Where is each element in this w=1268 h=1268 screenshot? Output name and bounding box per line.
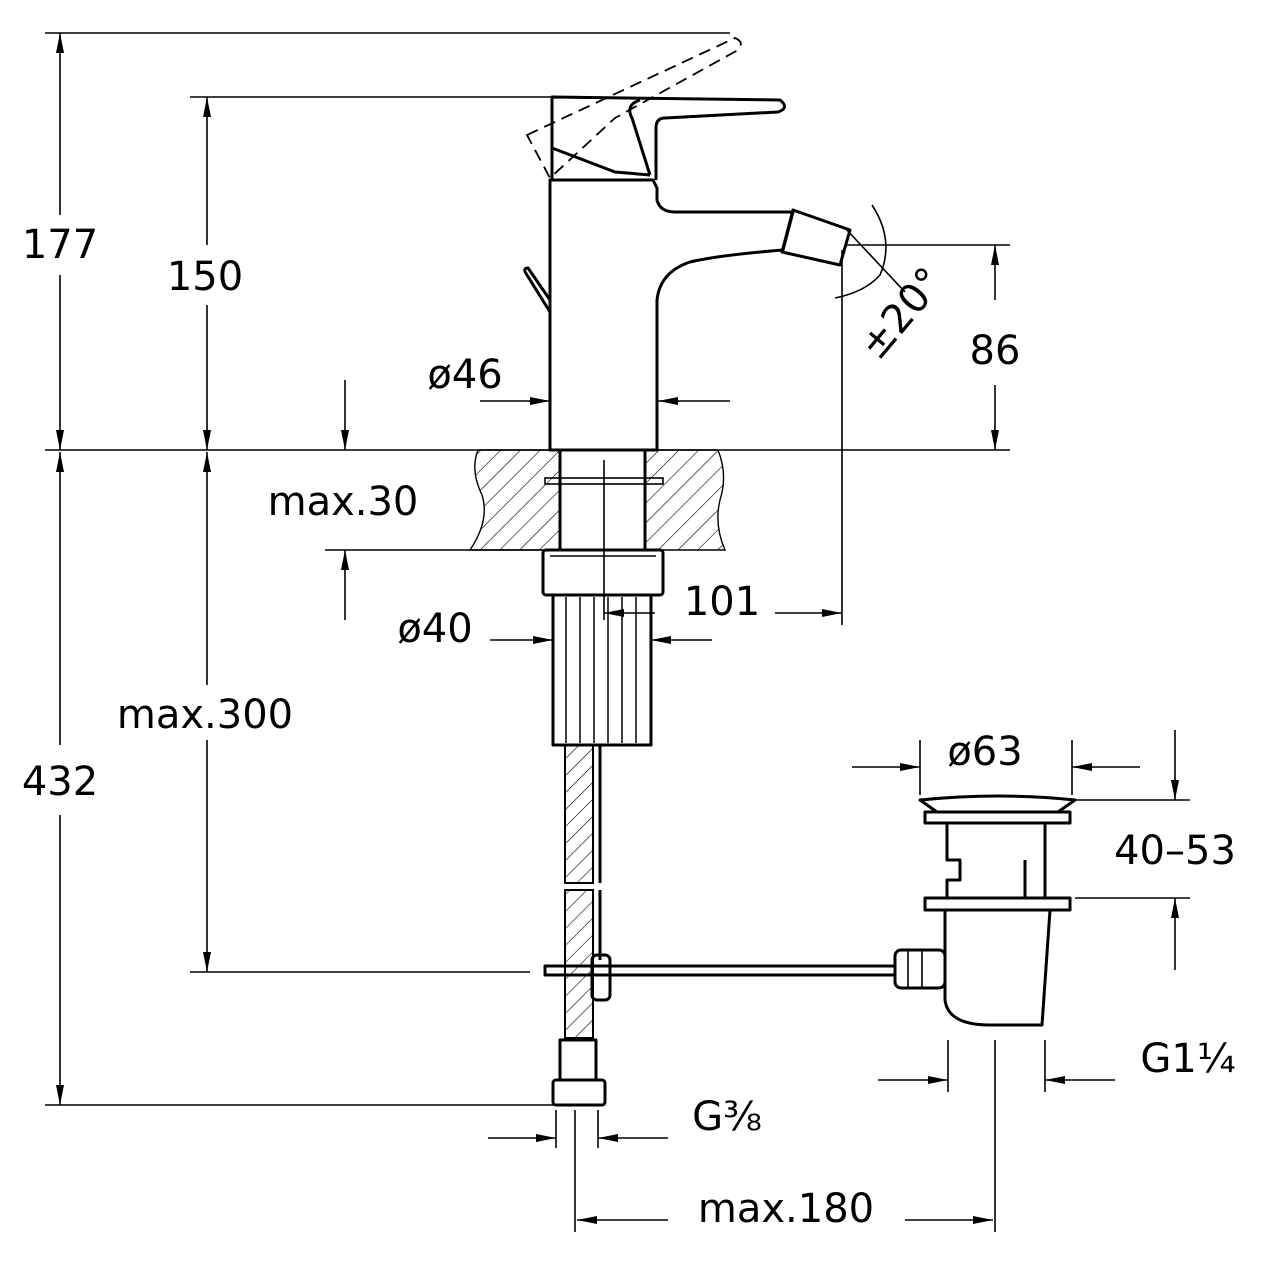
dim-label-86: 86 [970,328,1021,374]
dim-label-40-53: 40–53 [1114,828,1236,874]
mounting-shank [541,448,665,747]
dim-label-432: 432 [22,759,98,805]
dim-label-d63: ø63 [947,729,1022,775]
dimension-d46: ø46 [427,352,730,405]
popup-rod [543,953,897,1002]
dimension-150: 150 [167,97,243,450]
flexible-hose [551,744,607,1107]
mixer-body [523,37,852,452]
dimension-g3-8: G⅜ [488,1094,762,1148]
dim-label-177: 177 [22,222,98,268]
dim-label-g1-1-4: G1¼ [1140,1036,1235,1082]
dim-label-max30: max.30 [268,479,419,525]
dimension-d40: ø40 [397,606,712,652]
dimension-max30: max.30 [268,380,419,620]
dimension-max300: max.300 [117,452,293,972]
dim-label-d40: ø40 [397,606,472,652]
dim-label-150: 150 [167,254,243,300]
dim-label-d46: ø46 [427,352,502,398]
dim-label-101: 101 [684,579,760,625]
dimension-angle: ±20° [834,204,953,369]
dimension-101: 101 [604,579,842,625]
dim-label-g3-8: G⅜ [692,1094,762,1140]
dim-label-max180: max.180 [698,1186,874,1232]
dimension-177: 177 [22,33,98,450]
spout-nozzle [780,208,852,267]
dim-label-max300: max.300 [117,692,293,738]
dim-label-angle: ±20° [851,259,953,369]
extension-lines [45,32,1010,1106]
dimension-max180: max.180 [574,1040,996,1232]
dimension-86: 86 [970,245,1021,450]
waste-fitting [893,794,1077,1027]
dimension-432: 432 [22,452,98,1105]
dimension-40-53: 40–53 [1075,730,1236,970]
countertop-section [468,449,727,551]
dimension-g1-1-4: G1¼ [878,1036,1236,1092]
dimension-d63: ø63 [852,729,1140,795]
